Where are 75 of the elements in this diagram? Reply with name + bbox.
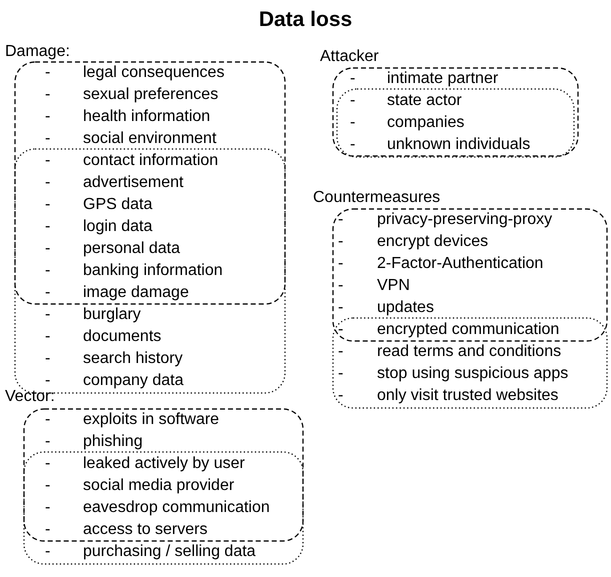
bullet-dash: - (45, 63, 50, 83)
list-item: companies (387, 113, 464, 133)
list-item: intimate partner (387, 69, 498, 89)
bullet-dash: - (338, 342, 344, 362)
list-item: encrypt devices (377, 232, 488, 252)
list-item: company data (83, 371, 184, 391)
bullet-dash: - (350, 69, 356, 89)
bullet-dash: - (338, 364, 344, 384)
bullet-dash: - (45, 283, 50, 303)
bullet-dash: - (338, 254, 344, 274)
list-item: privacy-preserving-proxy (377, 210, 552, 230)
section-heading: Attacker (320, 47, 379, 67)
bullet-dash: - (350, 91, 356, 111)
list-item: documents (83, 327, 162, 347)
list-item: encrypted communication (377, 320, 560, 340)
list-item: sexual preferences (83, 85, 218, 105)
bullet-dash: - (338, 232, 344, 252)
list-item: health information (83, 107, 210, 127)
list-item: read terms and conditions (377, 342, 562, 362)
bullet-dash: - (45, 261, 50, 281)
bullet-dash: - (338, 210, 344, 230)
list-item: image damage (83, 283, 189, 303)
bullet-dash: - (45, 498, 50, 518)
list-item: legal consequences (83, 63, 224, 83)
list-item: contact information (83, 151, 218, 171)
bullet-dash: - (45, 454, 50, 474)
list-item: 2-Factor-Authentication (377, 254, 544, 274)
list-item: social media provider (83, 476, 234, 496)
list-item: leaked actively by user (83, 454, 245, 474)
bullet-dash: - (45, 327, 50, 347)
bullet-dash: - (45, 432, 50, 452)
bullet-dash: - (45, 410, 50, 430)
list-item: social environment (83, 129, 216, 149)
section-heading: Vector: (5, 387, 55, 407)
section-heading: Countermeasures (313, 188, 440, 208)
list-item: GPS data (83, 195, 152, 215)
list-item: purchasing / selling data (83, 542, 256, 562)
bullet-dash: - (45, 85, 50, 105)
bullet-dash: - (338, 276, 344, 296)
list-item: access to servers (83, 520, 208, 540)
bullet-dash: - (45, 520, 50, 540)
bullet-dash: - (45, 349, 50, 369)
list-item: state actor (387, 91, 462, 111)
bullet-dash: - (45, 129, 50, 149)
bullet-dash: - (45, 305, 50, 325)
bullet-dash: - (45, 476, 50, 496)
list-item: banking information (83, 261, 223, 281)
bullet-dash: - (45, 371, 50, 390)
diagram-title: Data loss (258, 7, 354, 33)
bullet-dash: - (45, 195, 50, 215)
bullet-dash: - (45, 542, 50, 562)
list-item: personal data (83, 239, 180, 259)
list-item: only visit trusted websites (377, 386, 558, 406)
bullet-dash: - (338, 298, 344, 318)
bullet-dash: - (350, 135, 356, 155)
list-item: burglary (83, 305, 141, 325)
list-item: updates (377, 298, 434, 318)
bullet-dash: - (45, 239, 50, 259)
section-heading: Damage: (5, 42, 70, 62)
bullet-dash: - (45, 151, 50, 171)
bullet-dash: - (45, 107, 50, 127)
bullet-dash: - (45, 217, 50, 237)
list-item: exploits in software (83, 410, 220, 430)
bullet-dash: - (350, 113, 356, 133)
bullet-dash: - (45, 173, 50, 193)
list-item: phishing (83, 432, 143, 452)
list-item: search history (83, 349, 183, 369)
list-item: advertisement (83, 173, 184, 193)
bullet-dash: - (338, 320, 344, 340)
bullet-dash: - (338, 386, 344, 406)
list-item: unknown individuals (387, 135, 530, 155)
list-item: stop using suspicious apps (377, 364, 568, 384)
list-item: VPN (377, 276, 410, 296)
list-item: eavesdrop communication (83, 498, 270, 518)
list-item: login data (83, 217, 152, 237)
